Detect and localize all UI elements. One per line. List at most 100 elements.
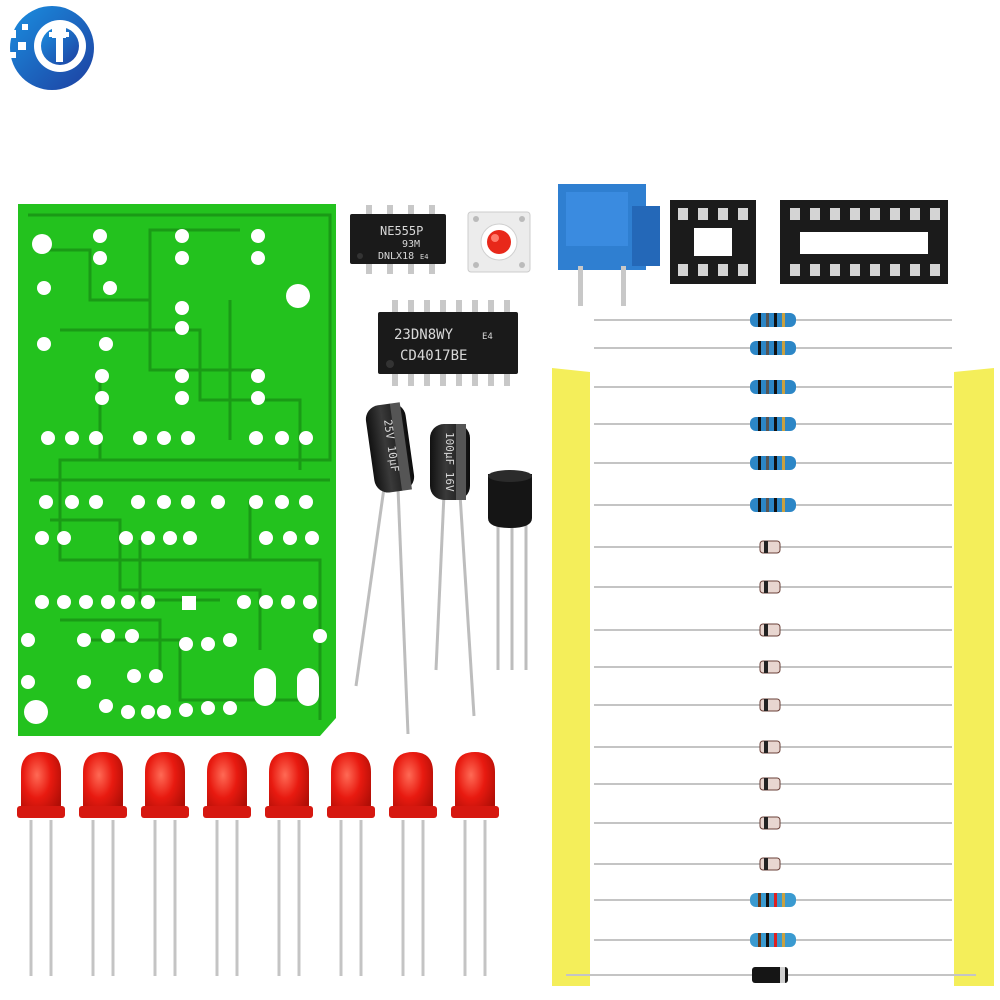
pcb-pad <box>275 431 289 445</box>
red-led <box>17 752 65 976</box>
pcb-pad <box>281 595 295 609</box>
axial-components-list <box>566 313 976 983</box>
pcb-pad <box>21 675 35 689</box>
chip-pin <box>440 300 446 314</box>
pcb-pad <box>157 705 171 719</box>
pcb-pad <box>175 301 189 315</box>
diode-band <box>764 741 768 753</box>
resistor-band <box>766 417 769 431</box>
resistor-body <box>750 417 796 431</box>
diode-band <box>764 541 768 553</box>
pcb-pad <box>183 531 197 545</box>
diode-body <box>759 816 781 830</box>
resistor-body <box>750 456 796 470</box>
pcb-pad <box>181 495 195 509</box>
blue-trimmer-potentiometer <box>558 184 660 306</box>
resistor-band <box>758 341 761 355</box>
pcb-pad <box>37 281 51 295</box>
pcb-pad <box>201 701 215 715</box>
ic-socket-16-pin <box>780 200 948 284</box>
red-led <box>327 752 375 976</box>
led-rim <box>79 806 127 818</box>
pcb-pad <box>305 531 319 545</box>
led-body <box>393 752 433 818</box>
ic-socket-8-pin <box>670 200 756 284</box>
pcb-pad <box>259 531 273 545</box>
pcb-pad <box>299 495 313 509</box>
red-led <box>79 752 127 976</box>
resistor-body <box>750 380 796 394</box>
resistor <box>594 313 952 327</box>
resistor-body <box>750 893 796 907</box>
resistor <box>594 380 952 394</box>
diode-body <box>759 777 781 791</box>
chip-pin <box>424 372 430 386</box>
pcb-pad <box>157 431 171 445</box>
led-body <box>21 752 61 818</box>
pcb-pad <box>77 633 91 647</box>
pcb-pad <box>95 369 109 383</box>
pcb-pad <box>179 703 193 717</box>
pcb-pad <box>119 531 133 545</box>
to92-transistor <box>488 470 532 670</box>
ne555-label-line1: NE555P <box>380 224 423 238</box>
chip-pin <box>392 372 398 386</box>
diode-body <box>752 967 788 983</box>
pcb-pad <box>101 629 115 643</box>
diode <box>594 777 952 791</box>
resistor-band <box>774 456 777 470</box>
pcb-pad <box>121 705 135 719</box>
led-rim <box>203 806 251 818</box>
resistor-band <box>766 456 769 470</box>
socket-pin <box>790 264 800 276</box>
chip-pin <box>456 300 462 314</box>
resistor-body <box>750 498 796 512</box>
diode <box>594 740 952 754</box>
diode-body <box>759 698 781 712</box>
electrolytic-capacitor-large: 100μF 16V <box>430 424 476 717</box>
pcb-pad <box>121 595 135 609</box>
pcb-pad <box>299 431 313 445</box>
pcb-pad <box>223 701 237 715</box>
resistor-band <box>758 933 761 947</box>
led-rim <box>17 806 65 818</box>
pcb-pad <box>313 629 327 643</box>
resistor-band <box>782 341 785 355</box>
pcb-pad <box>157 495 171 509</box>
pcb-pad <box>21 633 35 647</box>
pcb-pad <box>99 337 113 351</box>
socket-pin <box>830 264 840 276</box>
red-led <box>389 752 437 976</box>
diode-body <box>759 740 781 754</box>
socket-pin <box>910 264 920 276</box>
pcb-pad <box>57 595 71 609</box>
pcb-pad <box>65 431 79 445</box>
resistor-band <box>758 417 761 431</box>
resistor-band <box>758 380 761 394</box>
resistor-band <box>774 893 777 907</box>
diode-band <box>764 699 768 711</box>
led-body <box>269 752 309 818</box>
pcb-pad <box>141 595 155 609</box>
pcb-pad <box>149 669 163 683</box>
pcb-pad <box>93 251 107 265</box>
brand-logo-icon <box>8 6 94 90</box>
socket-pin <box>930 208 940 220</box>
pcb-pad <box>163 531 177 545</box>
resistor <box>594 456 952 470</box>
resistor-band <box>766 313 769 327</box>
diode-band <box>764 581 768 593</box>
resistor-body <box>750 341 796 355</box>
diode-body <box>759 580 781 594</box>
resistor-band <box>774 417 777 431</box>
pcb-pad <box>223 633 237 647</box>
pcb-pad <box>175 321 189 335</box>
resistor-band <box>758 498 761 512</box>
pcb-pad <box>283 531 297 545</box>
diode <box>566 967 976 983</box>
pcb-pad <box>179 637 193 651</box>
resistor-band <box>774 380 777 394</box>
pcb-pad <box>101 595 115 609</box>
pcb-pad <box>131 495 145 509</box>
